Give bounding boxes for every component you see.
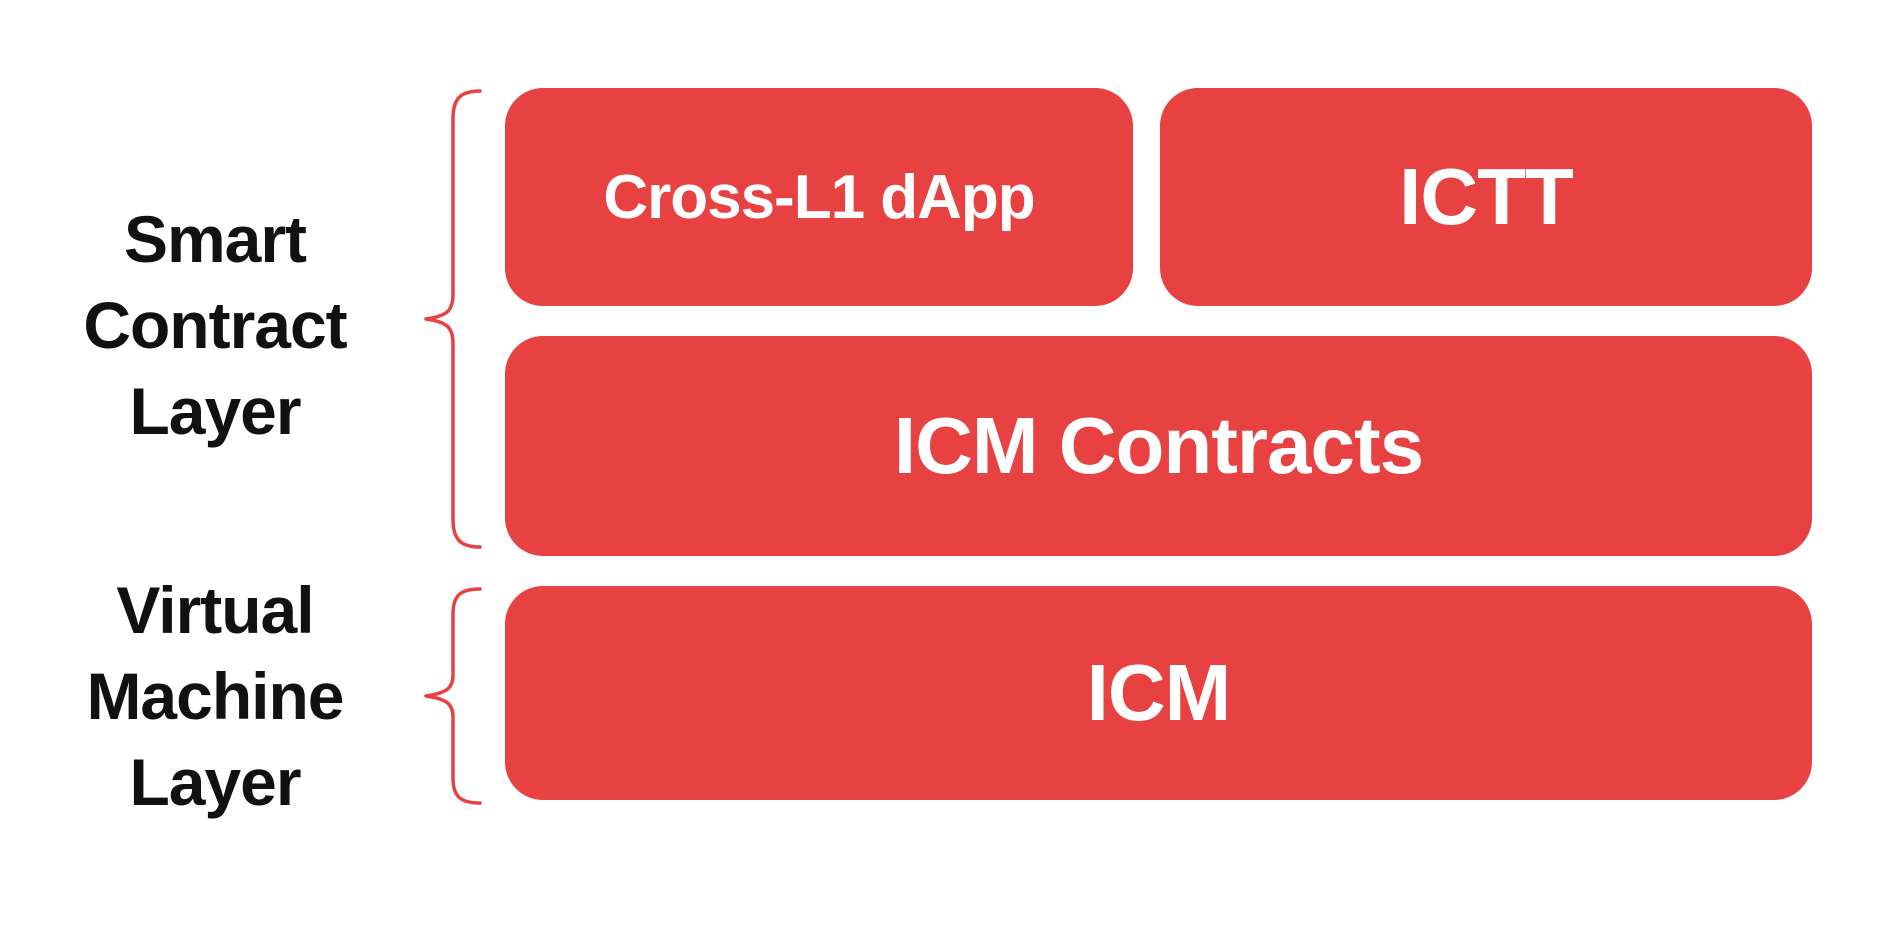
- virtual-machine-layer-label: Virtual Machine Layer: [30, 567, 400, 825]
- icm-contracts-box: ICM Contracts: [505, 336, 1812, 556]
- label-line: Contract: [83, 288, 347, 362]
- smart-contract-bottom-row: ICM Contracts: [505, 336, 1812, 556]
- icm-contracts-box-label: ICM Contracts: [893, 401, 1424, 490]
- cross-l1-dapp-box-label: Cross-L1 dApp: [603, 162, 1035, 232]
- curly-brace-virtual-machine-icon: [424, 587, 482, 805]
- smart-contract-top-row: Cross-L1 dApp ICTT: [505, 88, 1812, 306]
- curly-brace-smart-contract-icon: [424, 89, 482, 549]
- label-line: Virtual: [116, 573, 314, 647]
- ictt-box-label: ICTT: [1399, 152, 1574, 241]
- ictt-box: ICTT: [1160, 88, 1812, 306]
- label-line: Machine: [86, 659, 344, 733]
- icm-box-label: ICM: [1086, 648, 1232, 737]
- label-line: Layer: [129, 374, 301, 448]
- label-line: Smart: [123, 202, 307, 276]
- smart-contract-layer-label: Smart Contract Layer: [30, 196, 400, 454]
- cross-l1-dapp-box: Cross-L1 dApp: [505, 88, 1133, 306]
- box-stack: Cross-L1 dApp ICTT ICM Contracts ICM: [505, 88, 1812, 800]
- icm-box: ICM: [505, 586, 1812, 800]
- virtual-machine-row: ICM: [505, 586, 1812, 800]
- label-line: Layer: [129, 745, 301, 819]
